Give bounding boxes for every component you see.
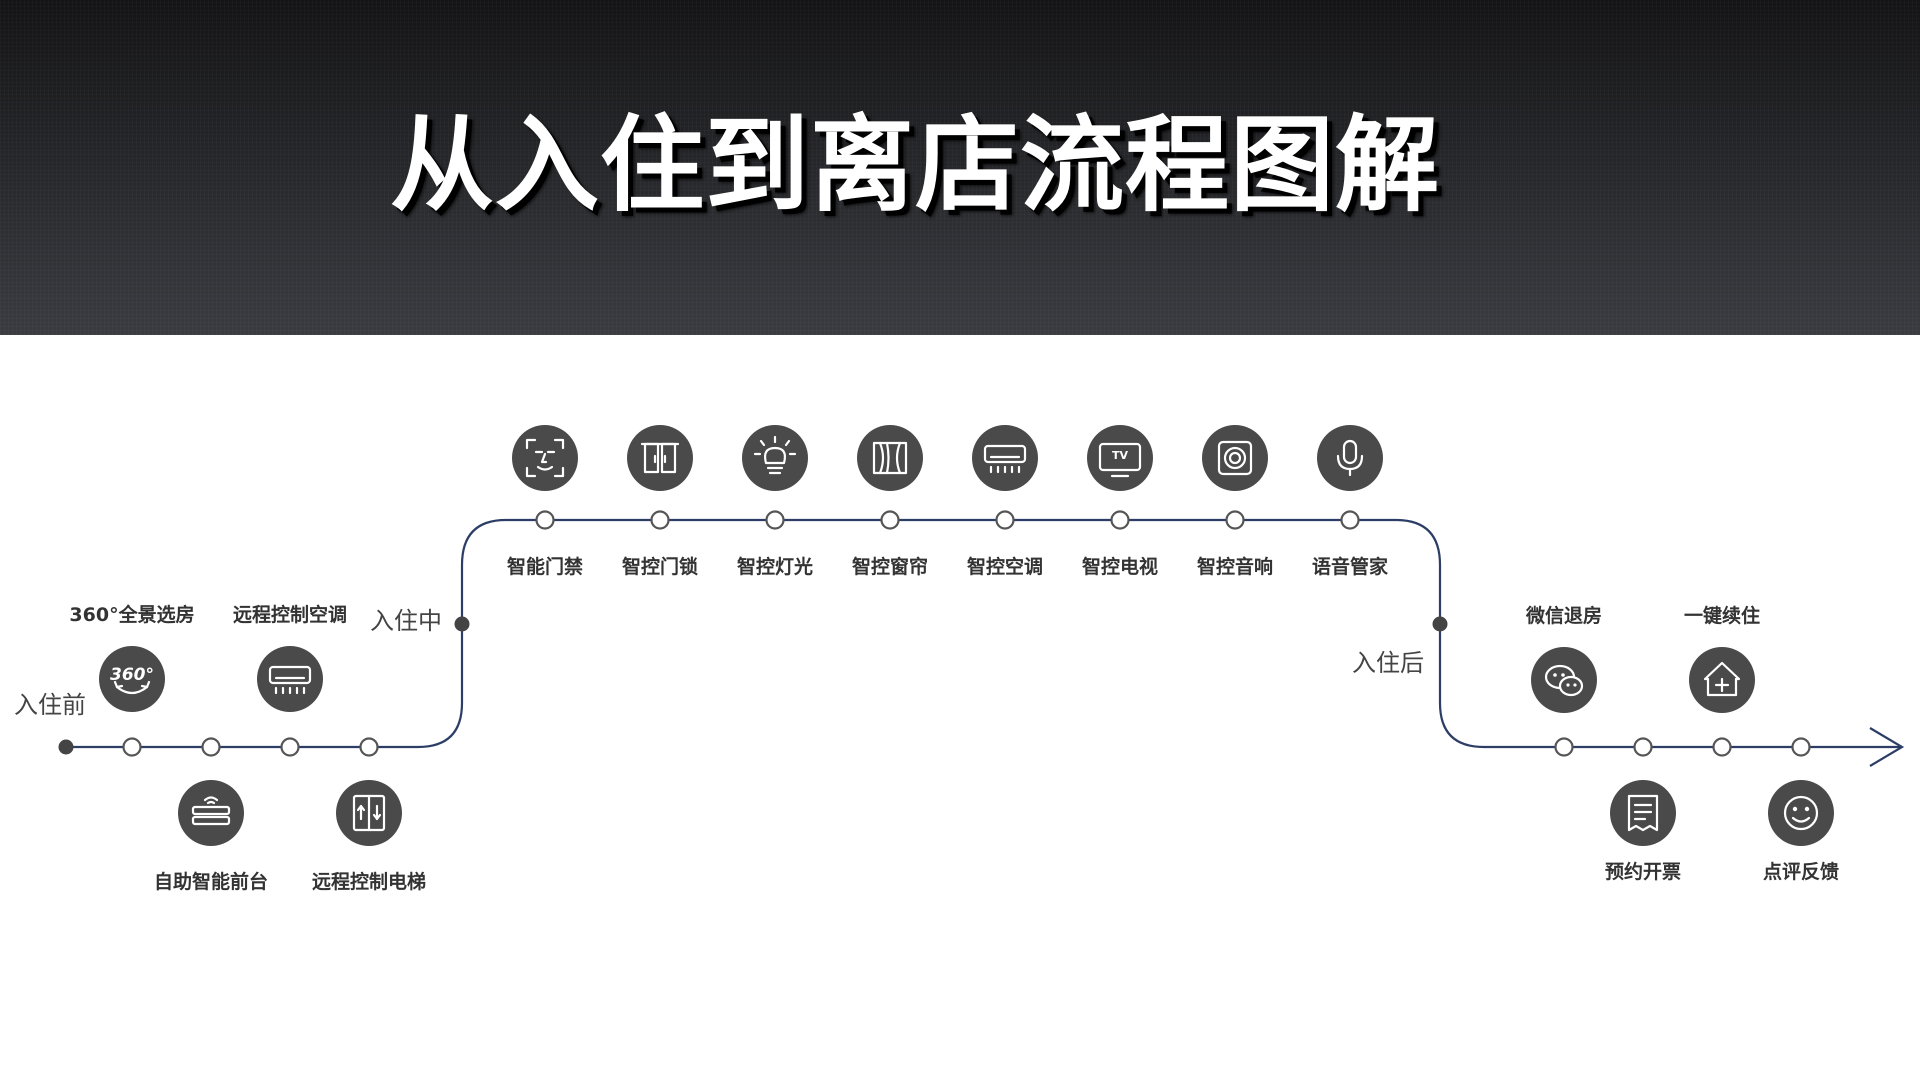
curtain-icon: [857, 425, 923, 491]
during-item-label-2: 智控门锁: [622, 555, 698, 578]
during-item-label-1: 智能门禁: [507, 555, 583, 578]
flow-node-during-6: [1110, 510, 1130, 530]
flow-nodes: [58, 510, 1811, 757]
stage-dot-before: [58, 739, 74, 755]
flow-node-before-1: [122, 737, 142, 757]
stage-dot-during: [454, 616, 470, 632]
flow-node-during-2: [650, 510, 670, 530]
after-item-label-1: 微信退房: [1525, 604, 1602, 627]
speaker-icon: [1202, 425, 1268, 491]
stage-dot-after: [1432, 616, 1448, 632]
flow-node-before-4: [359, 737, 379, 757]
flow-node-before-3: [280, 737, 300, 757]
flow-node-after-2: [1633, 737, 1653, 757]
before-item-label-3: 远程控制空调: [233, 603, 347, 626]
during-item-label-4: 智控窗帘: [852, 555, 928, 578]
during-item-label-6: 智控电视: [1082, 555, 1158, 578]
flow-node-during-1: [535, 510, 555, 530]
during-item-label-3: 智控灯光: [737, 555, 813, 578]
flow-node-during-4: [880, 510, 900, 530]
flow-path: [66, 518, 1900, 749]
flow-node-after-4: [1791, 737, 1811, 757]
panorama-360-icon: 360°: [99, 646, 165, 712]
during-item-label-7: 智控音响: [1197, 555, 1273, 578]
air-conditioner-icon: [257, 646, 323, 712]
wifi-router-icon: [178, 780, 244, 846]
during-item-label-8: 语音管家: [1312, 555, 1389, 578]
after-item-label-2: 预约开票: [1605, 860, 1681, 883]
invoice-icon: [1610, 780, 1676, 846]
face-scan-icon: [512, 425, 578, 491]
smile-icon: [1768, 780, 1834, 846]
during-item-label-5: 智控空调: [967, 555, 1043, 578]
stage-label-before: 入住前: [14, 691, 86, 719]
tv-icon: TV: [1087, 425, 1153, 491]
svg-text:TV: TV: [1112, 449, 1129, 462]
page-title: 从入住到离店流程图解: [390, 104, 1441, 226]
before-item-label-1: 360°全景选房: [69, 603, 194, 626]
elevator-icon: [336, 780, 402, 846]
before-item-label-2: 自助智能前台: [154, 870, 268, 893]
home-plus-icon: [1689, 647, 1755, 713]
air-conditioner-icon: [972, 425, 1038, 491]
door-lock-icon: [627, 425, 693, 491]
flow-icons: 360° TV: [99, 425, 1834, 846]
after-item-label-3: 一键续住: [1684, 604, 1760, 627]
flow-node-during-7: [1225, 510, 1245, 530]
flow-node-after-3: [1712, 737, 1732, 757]
stage-label-during: 入住中: [370, 607, 442, 635]
before-item-label-4: 远程控制电梯: [312, 870, 426, 893]
flow-node-during-5: [995, 510, 1015, 530]
stage-label-after: 入住后: [1352, 649, 1424, 677]
light-bulb-icon: [742, 425, 808, 491]
flow-node-before-2: [201, 737, 221, 757]
header-banner: [0, 0, 1920, 335]
flow-line: [66, 518, 1905, 767]
flow-node-during-3: [765, 510, 785, 530]
flow-node-during-8: [1340, 510, 1360, 530]
wechat-icon: [1531, 647, 1597, 713]
arrow-head: [1869, 727, 1905, 767]
microphone-icon: [1317, 425, 1383, 491]
svg-text:360°: 360°: [110, 665, 154, 685]
after-item-label-4: 点评反馈: [1763, 860, 1839, 883]
flow-node-after-1: [1554, 737, 1574, 757]
